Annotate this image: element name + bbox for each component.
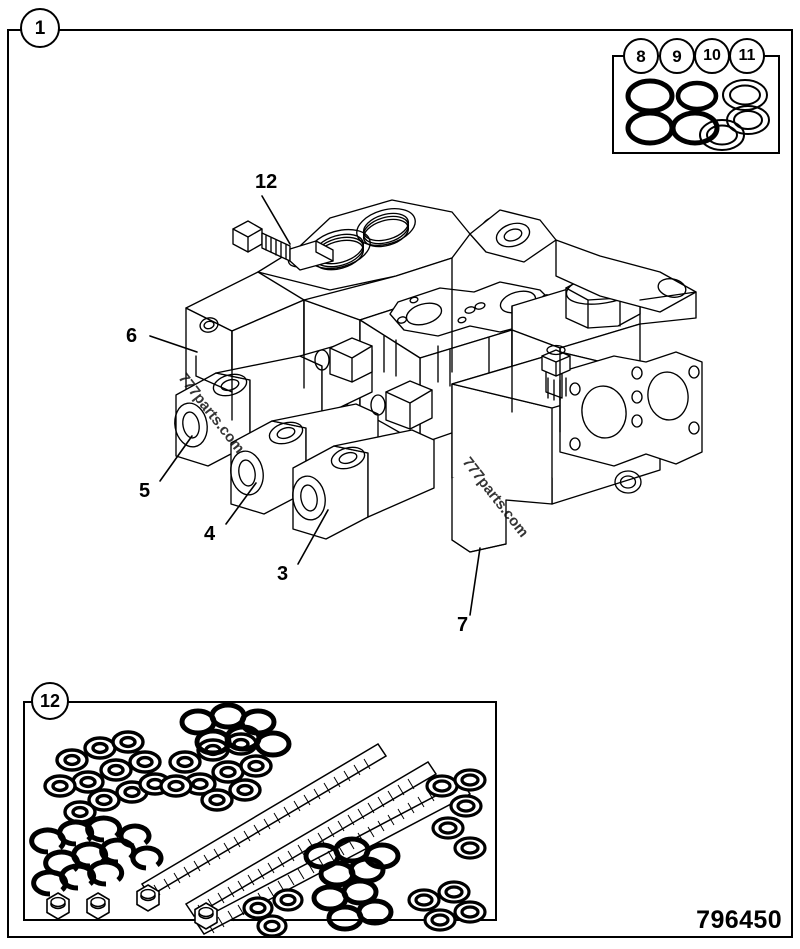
- callout-bubble-12[interactable]: 12: [31, 682, 69, 720]
- service-kit-inset: [23, 701, 497, 921]
- callout-4-label: 4: [204, 523, 216, 545]
- callout-bubble-1[interactable]: 1: [20, 8, 60, 48]
- callout-6-label: 6: [126, 325, 138, 347]
- callout-bubble-8[interactable]: 8: [623, 38, 659, 74]
- part-number-label: 796450: [696, 906, 782, 934]
- callout-5-label: 5: [139, 480, 151, 502]
- callout-3-label: 3: [277, 563, 289, 585]
- callout-bubble-10[interactable]: 10: [694, 38, 730, 74]
- callout-bubble-11[interactable]: 11: [729, 38, 765, 74]
- callout-12-label: 12: [255, 171, 278, 193]
- callout-bubble-9[interactable]: 9: [659, 38, 695, 74]
- callout-7-label: 7: [457, 614, 469, 636]
